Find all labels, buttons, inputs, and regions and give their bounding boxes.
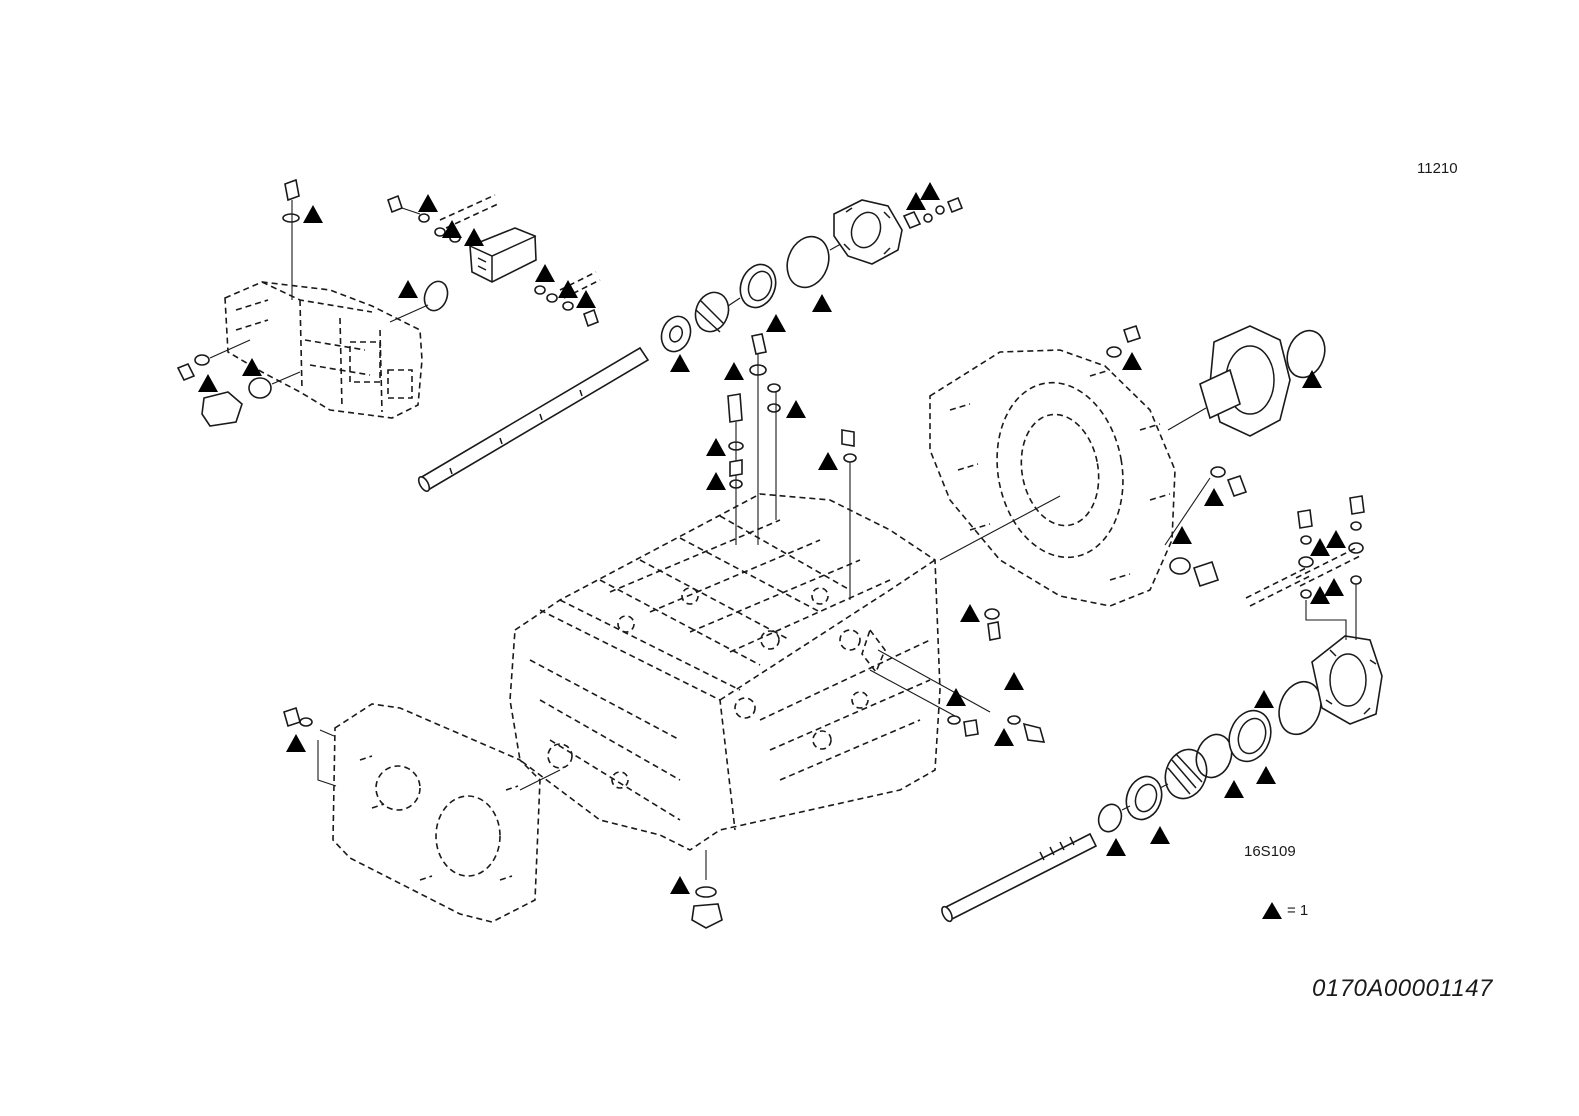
bell-housing-parts <box>1106 324 1248 588</box>
triangle-marker-icon <box>706 438 726 456</box>
triangle-marker-icon <box>906 192 926 210</box>
triangle-marker-icon <box>812 294 832 312</box>
upper-flange-housing <box>833 196 964 265</box>
triangle-marker-icon <box>946 688 966 706</box>
triangle-marker-icon <box>670 354 690 372</box>
center-sensors <box>727 333 857 600</box>
legend-text: = 1 <box>1287 902 1309 919</box>
rear-housing <box>1311 635 1383 725</box>
triangle-marker-icon <box>558 280 578 298</box>
triangle-marker-icon <box>286 734 306 752</box>
solenoid-valve <box>469 227 601 328</box>
triangle-marker-icon <box>418 194 438 212</box>
side-sensors <box>869 608 1046 743</box>
triangle-marker-icon <box>1204 488 1224 506</box>
triangle-marker-icon <box>724 362 744 380</box>
triangle-marker-icon <box>1106 838 1126 856</box>
shift-housing <box>224 281 423 419</box>
triangle-marker-icon <box>1302 370 1322 388</box>
assembly-reference: 16S109 <box>1244 843 1296 860</box>
triangle-marker-icon <box>1172 526 1192 544</box>
triangle-marker-icon <box>1004 672 1024 690</box>
triangle-marker-icon <box>535 264 555 282</box>
triangle-marker-icon <box>1122 352 1142 370</box>
triangle-marker-icon <box>464 228 484 246</box>
sealing-ring-left <box>389 280 449 323</box>
lower-bearing-stack <box>1097 680 1322 833</box>
triangle-marker-icon <box>766 314 786 332</box>
triangle-marker-icon <box>303 205 323 223</box>
reference-number-top: 11210 <box>1417 160 1458 177</box>
triangle-marker-icon <box>1254 690 1274 708</box>
triangle-marker-icon <box>442 220 462 238</box>
triangle-marker-icon <box>706 472 726 490</box>
triangle-marker-icon <box>1310 538 1330 556</box>
triangle-marker-icon <box>1256 766 1276 784</box>
seal-ring-upper <box>727 235 849 309</box>
clutch-bell-housing <box>929 349 1176 607</box>
triangle-marker-icon <box>786 400 806 418</box>
triangle-marker-icon <box>1224 780 1244 798</box>
triangle-marker-icon <box>670 876 690 894</box>
triangle-marker-icon <box>1324 578 1344 596</box>
transmission-housing <box>509 493 941 851</box>
triangle-marker-icon <box>1326 530 1346 548</box>
triangle-marker-icon <box>1310 586 1330 604</box>
main-shaft-upper <box>417 346 650 493</box>
triangle-marker-icon <box>576 290 596 308</box>
document-number: 0170A00001147 <box>1312 975 1493 1002</box>
front-cover-plate <box>332 703 561 923</box>
quantity-markers <box>198 182 1346 894</box>
cover-screw <box>283 706 337 787</box>
input-shaft <box>941 832 1098 923</box>
triangle-marker-icon <box>1262 902 1282 919</box>
triangle-marker-icon <box>920 182 940 200</box>
shaft-bearing-upper <box>660 291 730 353</box>
triangle-marker-icon <box>960 604 980 622</box>
housing-drain-plug <box>691 850 723 929</box>
triangle-marker-icon <box>398 280 418 298</box>
left-small-parts <box>176 339 301 427</box>
triangle-marker-icon <box>242 358 262 376</box>
triangle-marker-icon <box>994 728 1014 746</box>
legend: = 1 <box>1262 902 1308 919</box>
rear-pin-parts <box>1245 495 1365 640</box>
triangle-marker-icon <box>1150 826 1170 844</box>
triangle-marker-icon <box>818 452 838 470</box>
triangle-marker-icon <box>198 374 218 392</box>
output-flange <box>1167 325 1326 437</box>
screw-plug <box>282 178 300 300</box>
